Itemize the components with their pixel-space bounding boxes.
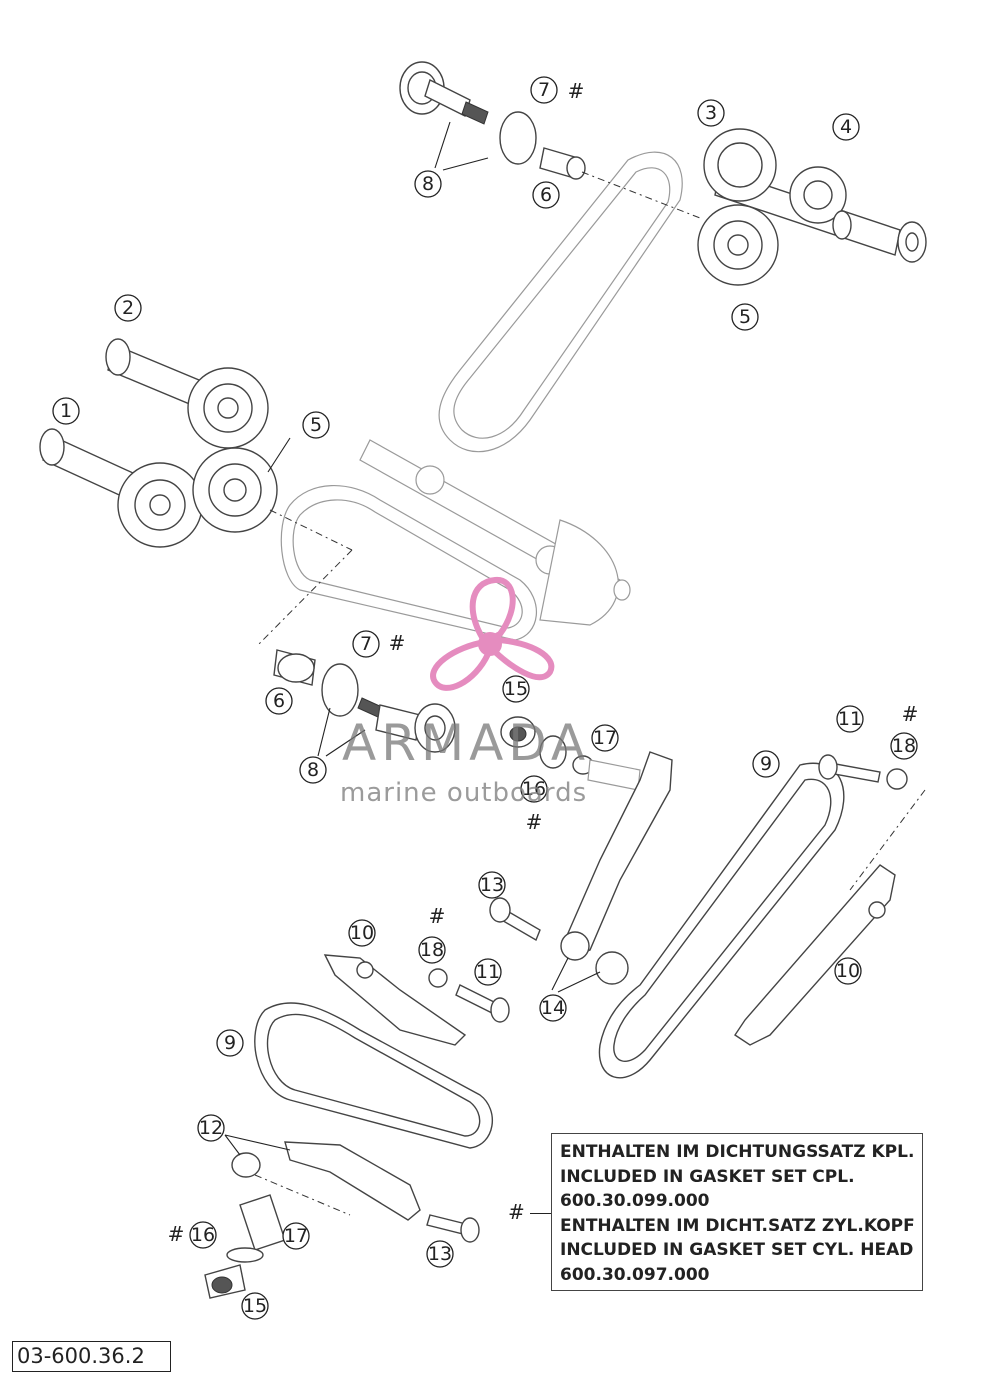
svg-text:11: 11: [476, 961, 500, 983]
gasket-set-legend: ENTHALTEN IM DICHTUNGSSATZ KPL. INCLUDED…: [551, 1133, 923, 1291]
callout-5-upper: 5: [731, 303, 759, 331]
svg-text:#: #: [526, 810, 543, 834]
svg-text:13: 13: [480, 874, 504, 896]
callout-9-right: 9: [752, 750, 780, 778]
propeller-logo-icon: [430, 576, 555, 691]
svg-text:18: 18: [420, 939, 444, 961]
svg-text:4: 4: [840, 116, 852, 138]
idler-shaft-lower: [273, 649, 456, 753]
guide-rail-right: [734, 864, 896, 1046]
callout-14: 14: [539, 994, 567, 1022]
svg-text:16: 16: [191, 1224, 215, 1246]
watermark-tagline: marine outboards: [340, 778, 588, 808]
svg-text:8: 8: [422, 173, 434, 195]
svg-text:5: 5: [310, 414, 322, 436]
svg-text:9: 9: [224, 1032, 236, 1054]
callout-13-lower: 13: [426, 1240, 454, 1268]
svg-text:3: 3: [705, 102, 717, 124]
svg-text:2: 2: [122, 297, 134, 319]
svg-text:18: 18: [892, 735, 916, 757]
svg-text:8: 8: [307, 759, 319, 781]
callout-15-middle: 15: [502, 675, 530, 703]
callout-6-lower: 6: [265, 687, 293, 715]
svg-text:#: #: [568, 79, 585, 103]
svg-text:12: 12: [199, 1117, 223, 1139]
callout-13-upper: 13: [478, 871, 506, 899]
callout-7-lower: 7: [352, 630, 380, 658]
callout-11-left: 11: [474, 958, 502, 986]
watermark: ARMADA marine outboards: [330, 572, 650, 812]
callout-9-left: 9: [216, 1029, 244, 1057]
legend-line-5: INCLUDED IN GASKET SET CYL. HEAD: [560, 1240, 914, 1260]
svg-text:16: 16: [522, 778, 546, 800]
svg-text:#: #: [168, 1222, 185, 1246]
callout-8-upper: 8: [414, 170, 442, 198]
svg-text:17: 17: [284, 1225, 308, 1247]
callout-2: 2: [114, 294, 142, 322]
svg-text:1: 1: [60, 400, 72, 422]
legend-line-6: 600.30.097.000: [560, 1264, 710, 1285]
leader-lines: [224, 121, 601, 1156]
callout-1: 1: [52, 397, 80, 425]
svg-text:5: 5: [739, 306, 751, 328]
svg-text:17: 17: [593, 727, 617, 749]
legend-line-3: 600.30.099.000: [560, 1191, 710, 1211]
callout-18-right: 18: [890, 732, 918, 760]
svg-text:#: #: [429, 904, 446, 928]
tensioner-rail-lower: [284, 1141, 421, 1221]
legend-line-2: INCLUDED IN GASKET SET CPL.: [560, 1166, 855, 1187]
idler-shaft-upper: [399, 61, 586, 180]
legend-line-4: ENTHALTEN IM DICHT.SATZ ZYL.KOPF: [560, 1215, 915, 1236]
callout-10-left: 10: [348, 919, 376, 947]
svg-text:10: 10: [836, 960, 860, 982]
callout-7-upper: 7: [530, 76, 558, 104]
svg-text:7: 7: [360, 633, 372, 655]
watermark-name: ARMADA: [342, 714, 591, 772]
callout-6-upper: 6: [532, 181, 560, 209]
callout-11-right: 11: [836, 705, 864, 733]
svg-text:15: 15: [504, 678, 528, 700]
svg-text:7: 7: [538, 79, 550, 101]
callout-3: 3: [697, 99, 725, 127]
camshaft-assembly-left: [39, 338, 278, 548]
svg-text:15: 15: [243, 1295, 267, 1317]
callout-18-left: 18: [418, 936, 446, 964]
legend-leader-line: [530, 1213, 552, 1214]
camshaft-assembly-upper-right: [697, 128, 927, 286]
gasket-markers: # # # # # #: [168, 79, 919, 1246]
drawing-code: 03-600.36.2: [12, 1341, 171, 1372]
svg-text:6: 6: [273, 690, 285, 712]
callout-10-right: 10: [834, 957, 862, 985]
callout-4: 4: [832, 113, 860, 141]
callout-12: 12: [197, 1114, 225, 1142]
svg-text:11: 11: [838, 708, 862, 730]
chain-tensioner-small-parts-middle: [500, 716, 641, 791]
callout-5-left: 5: [302, 411, 330, 439]
legend-marker: #: [508, 1200, 525, 1224]
legend-line-1: ENTHALTEN IM DICHTUNGSSATZ KPL.: [560, 1142, 915, 1162]
svg-text:#: #: [389, 631, 406, 655]
svg-text:13: 13: [428, 1243, 452, 1265]
callout-17-middle: 17: [591, 724, 619, 752]
callout-8-lower: 8: [299, 756, 327, 784]
callout-17-lower: 17: [282, 1222, 310, 1250]
svg-text:10: 10: [350, 922, 374, 944]
svg-text:9: 9: [760, 753, 772, 775]
callout-16-lower: 16: [189, 1221, 217, 1249]
callout-15-lower: 15: [241, 1292, 269, 1320]
svg-text:6: 6: [540, 184, 552, 206]
callout-16-middle: 16: [520, 775, 548, 803]
svg-text:14: 14: [541, 997, 565, 1019]
svg-text:#: #: [902, 702, 919, 726]
